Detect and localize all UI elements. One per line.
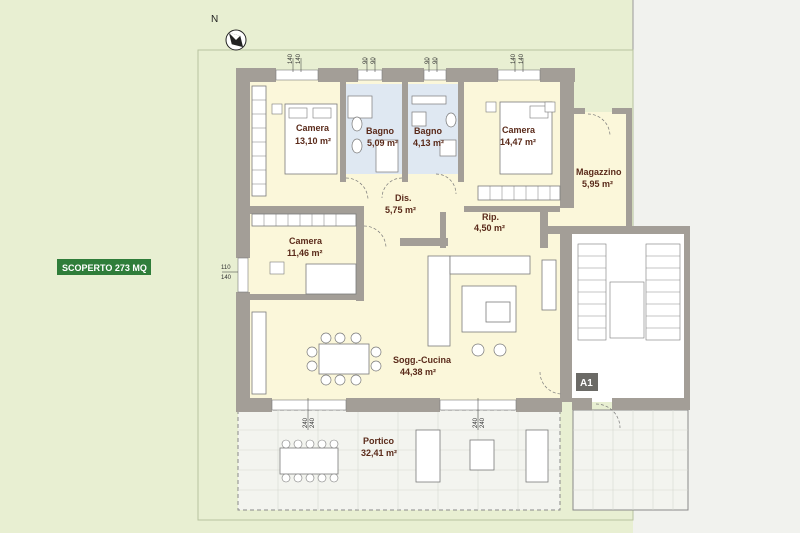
magazzino-floor — [573, 112, 631, 230]
svg-text:240: 240 — [310, 417, 316, 428]
room-bagno-2-area: 4,13 m² — [413, 138, 444, 148]
svg-text:240: 240 — [303, 417, 309, 428]
room-soggiorno-area: 44,38 m² — [400, 367, 436, 377]
svg-text:90: 90 — [363, 57, 369, 64]
room-camera-2-area: 14,47 m² — [500, 137, 536, 147]
room-camera-3-name: Camera — [289, 236, 323, 246]
room-bagno-2-name: Bagno — [414, 126, 443, 136]
room-camera-3-area: 11,46 m² — [287, 248, 323, 258]
room-bagno-1-name: Bagno — [366, 126, 395, 136]
room-magazzino-area: 5,95 m² — [582, 179, 613, 189]
outer-walls — [236, 68, 690, 412]
room-camera-1-name: Camera — [296, 123, 330, 133]
svg-text:140: 140 — [221, 275, 232, 281]
svg-text:110: 110 — [221, 265, 231, 271]
bathroom-fixtures — [347, 95, 457, 173]
svg-text:90: 90 — [433, 57, 439, 64]
svg-text:90: 90 — [371, 57, 377, 64]
svg-text:90: 90 — [425, 57, 431, 64]
portico-furniture — [279, 429, 549, 483]
room-dis-name: Dis. — [395, 193, 412, 203]
doors — [345, 113, 621, 429]
room-soggiorno-name: Sogg.-Cucina — [393, 355, 452, 365]
room-camera-1-area: 13,10 m² — [295, 136, 331, 146]
portico-right — [572, 409, 689, 511]
unit-badge — [576, 373, 598, 391]
room-portico-name: Portico — [363, 436, 395, 446]
dimension-labels: 140 140 90 90 90 90 140 140 110 140 240 … — [221, 53, 525, 428]
svg-text:140: 140 — [288, 53, 294, 64]
north-label: N — [211, 14, 218, 25]
north-arrow-icon — [225, 29, 247, 51]
room-portico-area: 32,41 m² — [361, 448, 397, 458]
svg-text:240: 240 — [480, 417, 486, 428]
room-camera-2-name: Camera — [502, 125, 536, 135]
room-dis-area: 5,75 m² — [385, 205, 416, 215]
svg-text:140: 140 — [511, 53, 517, 64]
room-magazzino-name: Magazzino — [576, 167, 622, 177]
beds — [284, 101, 553, 295]
room-rip-area: 4,50 m² — [474, 223, 505, 233]
unit-badge-label: A1 — [580, 378, 593, 389]
svg-text:140: 140 — [296, 53, 302, 64]
inner-walls — [250, 82, 560, 301]
living-furniture — [251, 255, 557, 395]
garden-badge-label: SCOPERTO 273 MQ — [62, 263, 147, 273]
room-rip-name: Rip. — [482, 212, 499, 222]
svg-text:140: 140 — [519, 53, 525, 64]
wardrobes — [251, 85, 561, 227]
room-bagno-1-area: 5,09 m² — [367, 138, 398, 148]
garden-badge — [57, 259, 151, 275]
svg-text:240: 240 — [473, 417, 479, 428]
room-labels: Camera 13,10 m² Bagno 5,09 m² Bagno 4,13… — [287, 123, 622, 458]
